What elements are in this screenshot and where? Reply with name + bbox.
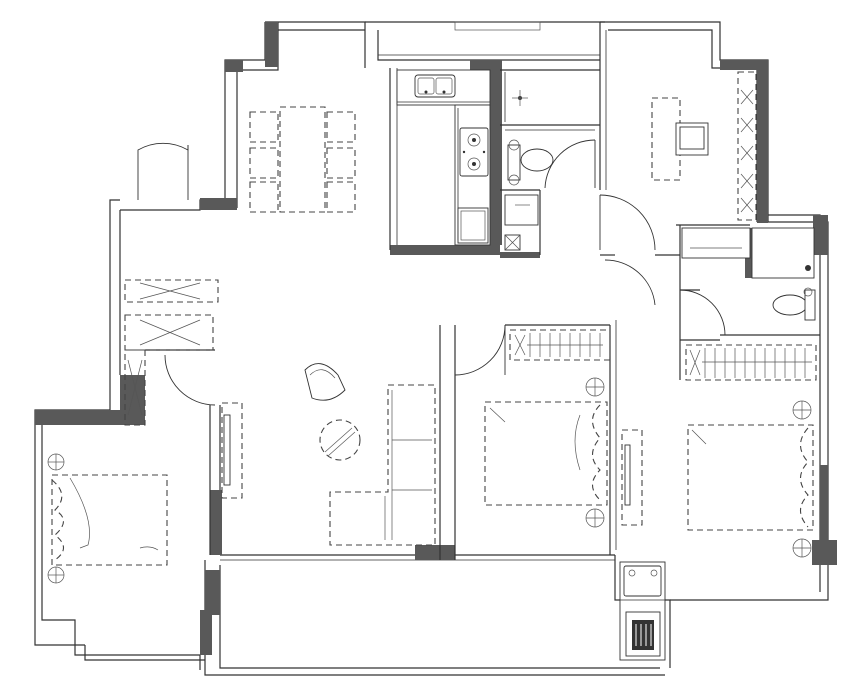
bathroom-1 — [504, 72, 554, 251]
dining-table — [249, 106, 356, 213]
toilet-icon — [507, 139, 554, 186]
bed-icon — [687, 424, 814, 531]
wardrobe-icon — [737, 71, 757, 221]
balcony-utility — [619, 561, 666, 661]
wardrobe-icon — [124, 279, 219, 426]
washer-icon — [625, 611, 661, 657]
wardrobe-icon — [509, 329, 611, 361]
sink-icon — [414, 74, 456, 98]
door-swing-icon — [137, 139, 726, 406]
living-room — [124, 279, 436, 546]
bedroom-middle — [484, 329, 643, 528]
study-desk — [651, 71, 757, 221]
bed-icon — [51, 474, 168, 566]
chair-icon — [675, 122, 709, 156]
chair-icon — [304, 363, 346, 401]
kitchen-counter — [396, 69, 491, 246]
exterior-walls — [34, 21, 829, 676]
interior-walls — [119, 22, 820, 560]
solid-walls — [35, 22, 837, 655]
bedroom-left — [47, 453, 168, 584]
bedroom-right — [685, 344, 817, 558]
stove-icon — [459, 127, 489, 177]
sofa-icon — [329, 384, 436, 546]
bathroom-2 — [681, 227, 816, 321]
wardrobe-icon — [685, 344, 817, 381]
bed-icon — [484, 401, 608, 506]
toilet-icon — [772, 287, 816, 321]
